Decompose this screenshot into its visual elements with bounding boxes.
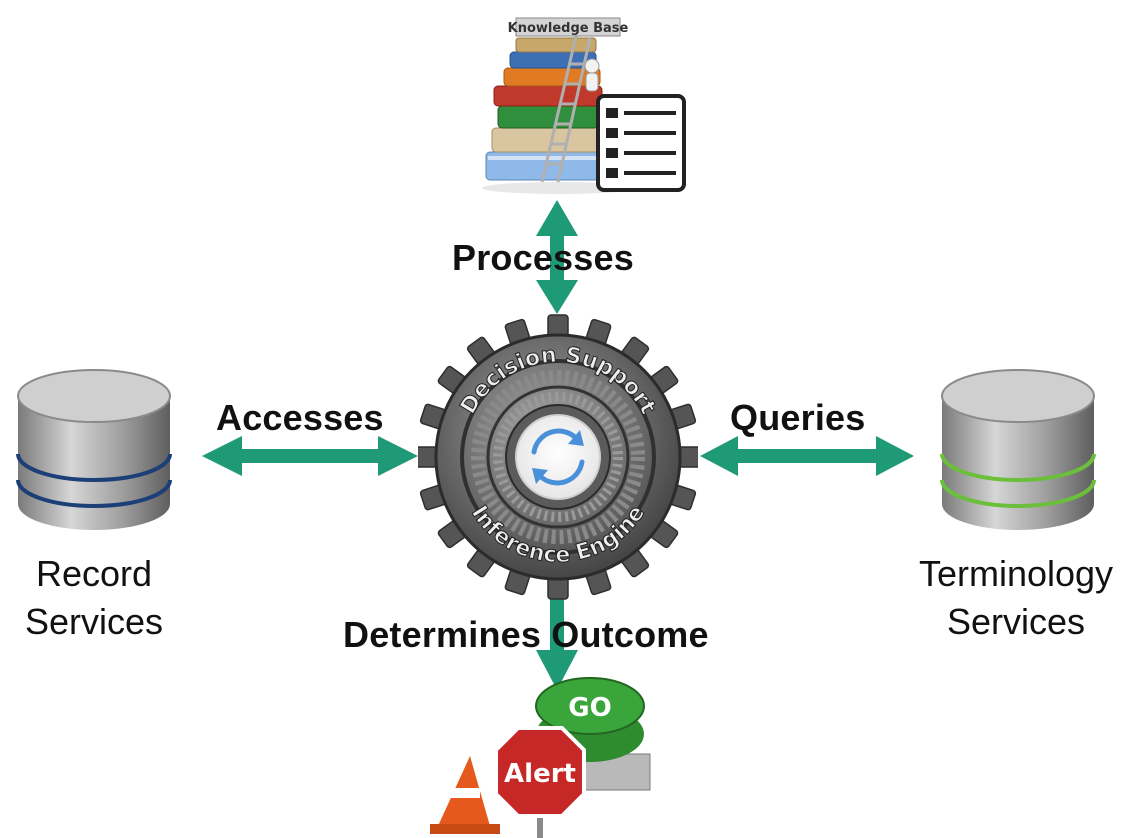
alert-sign-icon: Alert — [494, 726, 586, 838]
terminology-database-icon — [940, 369, 1096, 530]
ladder-icon — [540, 35, 592, 183]
accesses-label: Accesses — [216, 397, 384, 438]
knowledge-base-title: Knowledge Base — [508, 21, 629, 36]
outcome-illustration: GO Alert — [430, 677, 651, 838]
terminology-services-caption: Terminology Services — [898, 550, 1134, 646]
outcome-arrow — [536, 594, 578, 690]
record-services-line2: Services — [24, 601, 164, 642]
hub — [515, 414, 601, 500]
processes-arrow — [536, 200, 578, 314]
record-database-icon — [16, 369, 172, 530]
determines-outcome-label: Determines Outcome — [343, 614, 709, 655]
accesses-arrow — [202, 436, 418, 476]
go-button-icon: GO — [535, 677, 651, 791]
decision-support-gear: Decision Support Inference Engine — [418, 314, 698, 600]
book-stack-icon — [485, 37, 617, 181]
refresh-icon — [531, 428, 585, 486]
knowledge-base-illustration: Knowledge Base — [482, 17, 686, 194]
record-services-caption: Record Services — [0, 550, 194, 646]
processes-label: Processes — [452, 237, 634, 278]
svg-text:GO: GO — [568, 693, 611, 723]
checklist-icon — [596, 94, 686, 192]
terminology-services-line1: Terminology — [918, 553, 1114, 594]
traffic-cone-icon — [430, 756, 500, 834]
figure-head — [584, 58, 600, 74]
record-services-line1: Record — [35, 553, 153, 594]
svg-text:Alert: Alert — [504, 759, 576, 789]
queries-arrow — [700, 436, 914, 476]
queries-label: Queries — [730, 397, 866, 438]
terminology-services-line2: Services — [946, 601, 1086, 642]
